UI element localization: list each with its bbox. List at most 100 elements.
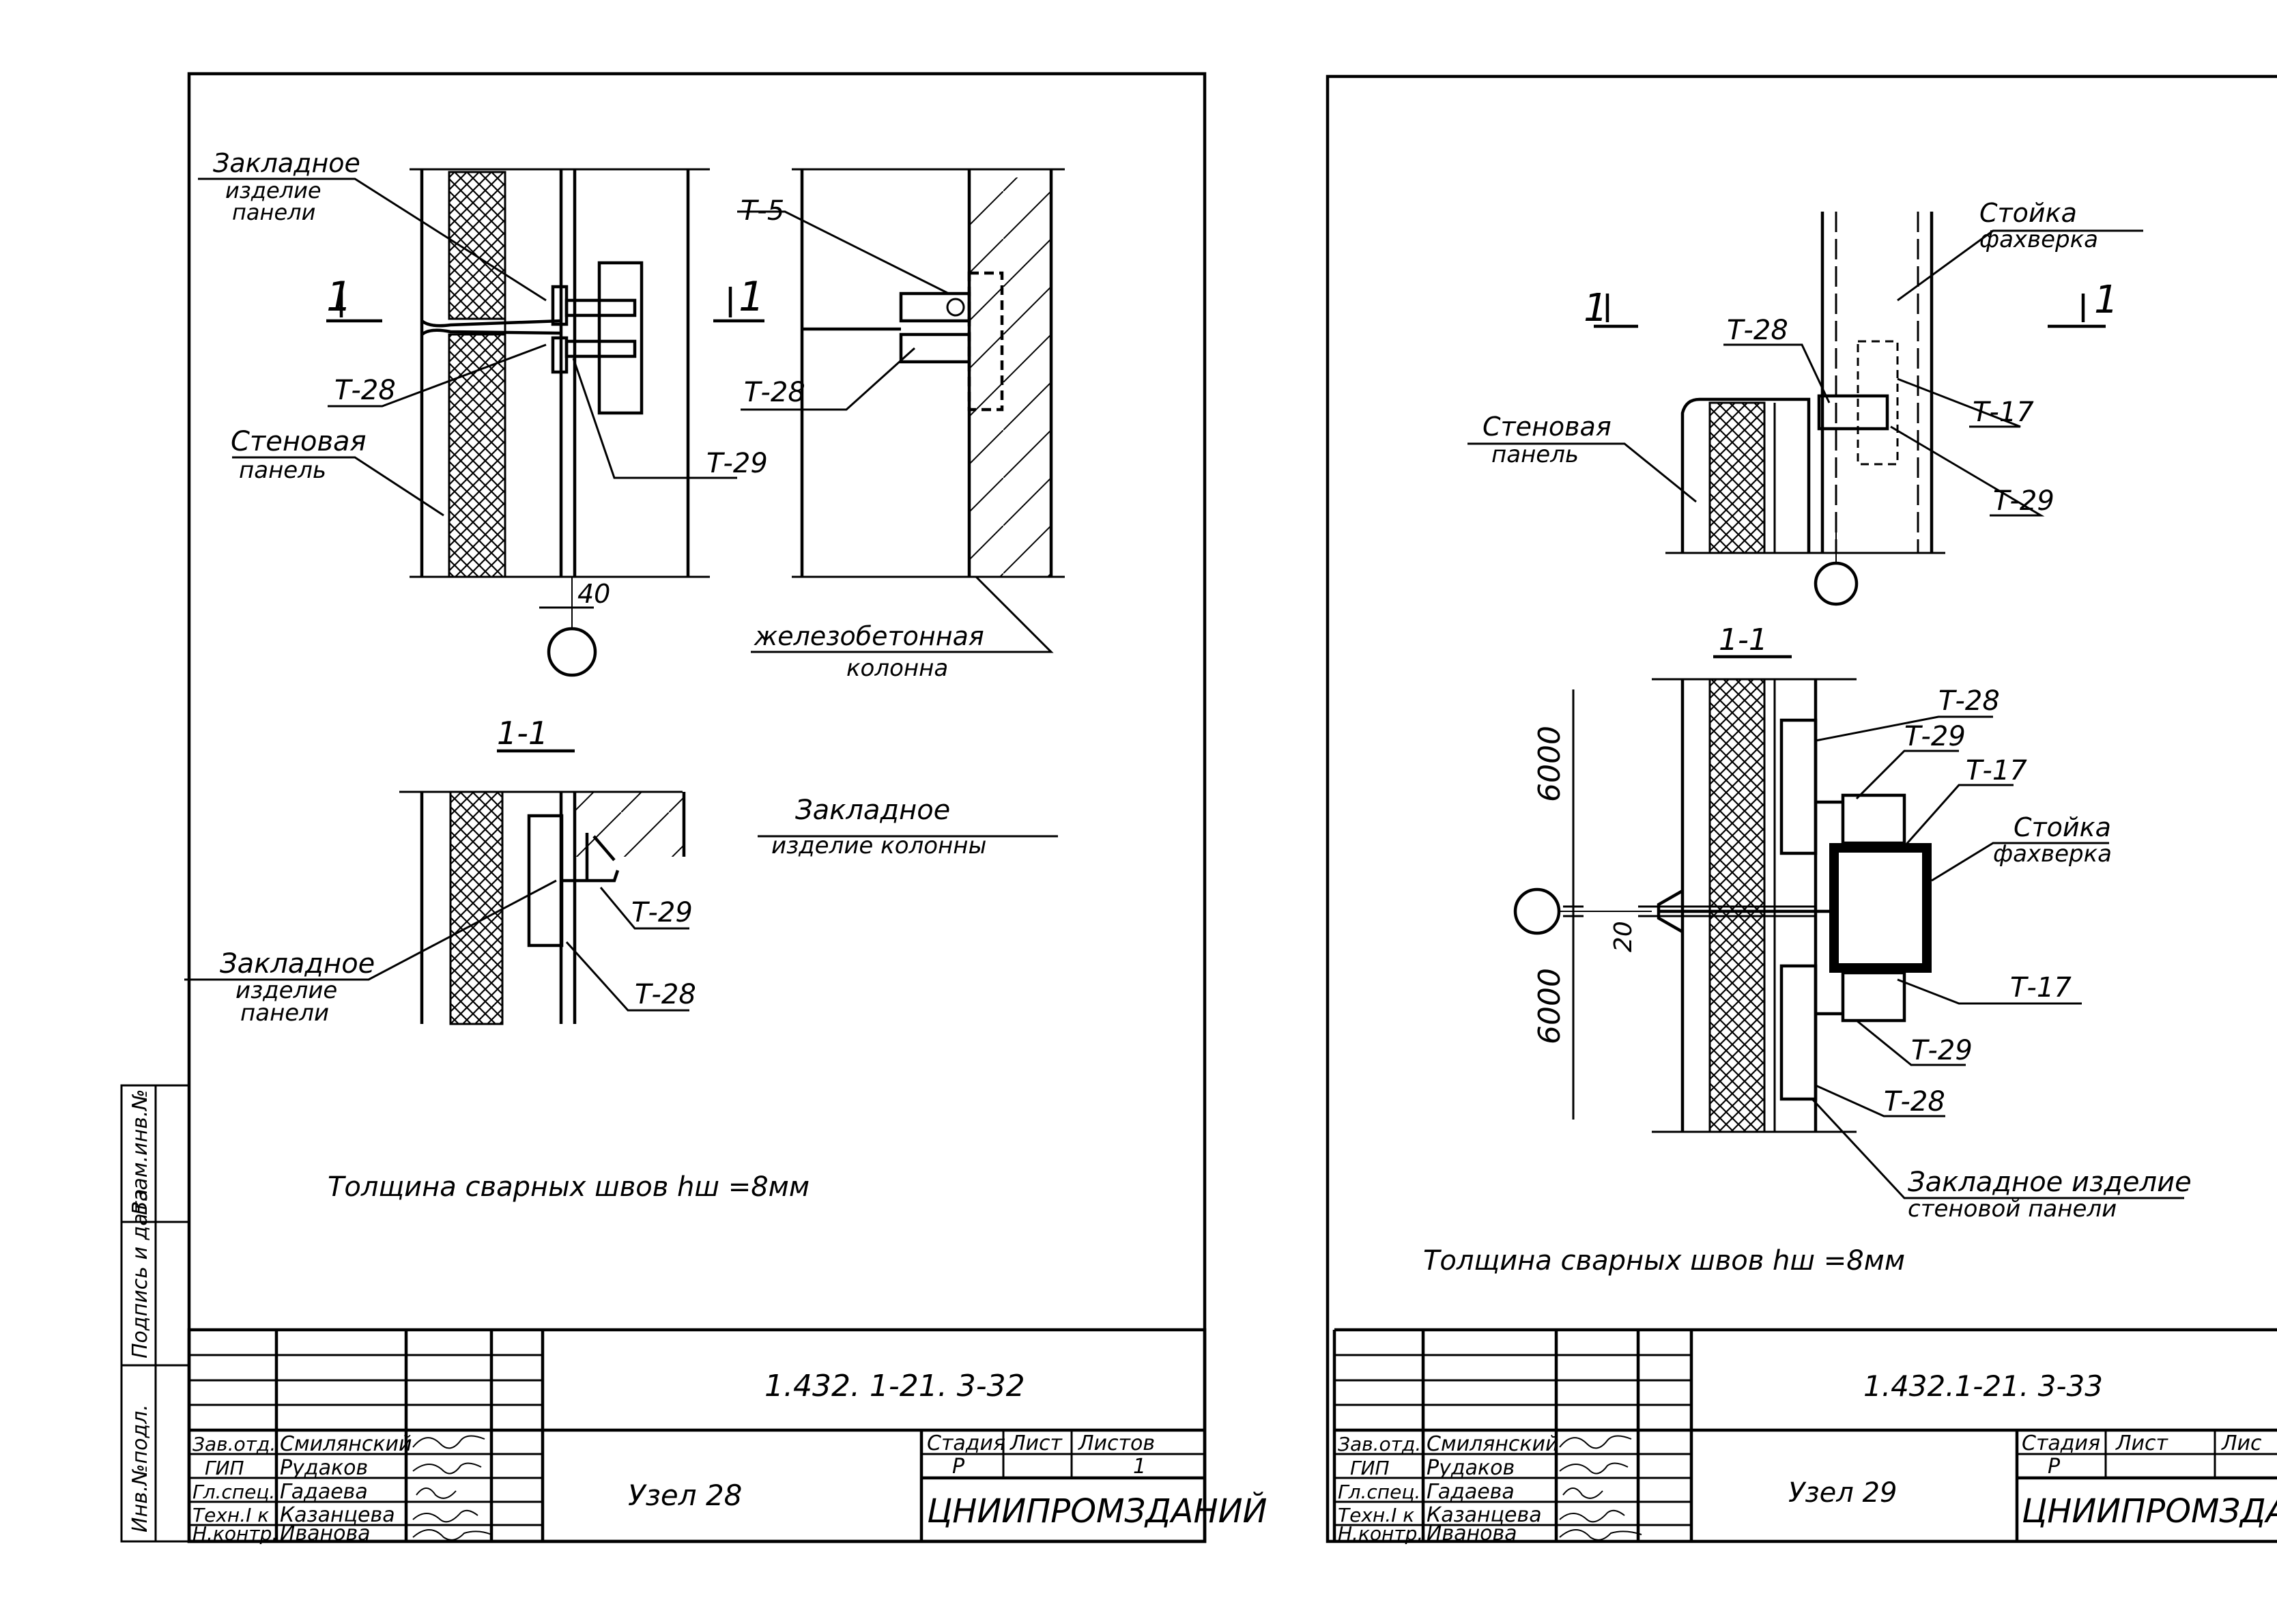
weld-note-left: Толщина сварных швов hш =8мм — [328, 1171, 810, 1203]
callout-embedded-column-1: Закладное — [795, 795, 950, 826]
role-r-5: Н.контр. — [1338, 1522, 1423, 1545]
org-right: ЦНИИПРОМЗДА — [2022, 1492, 2277, 1530]
signature-r-5 — [1559, 1529, 1642, 1541]
sheet-label-right: Лист — [2115, 1431, 2169, 1455]
stage-value-right: Р — [2048, 1455, 2061, 1479]
labels-right-top: Стойка фахверка Т-28 Т-17 Стеновая панел… — [1483, 198, 2098, 517]
title-block-left: 1.432. 1-21. 3-32 Узел 28 Зав.отд. ГИП Г… — [187, 1328, 1267, 1545]
leaders-left — [198, 177, 1054, 653]
callout-t28-b: Т-28 — [744, 377, 805, 408]
callout-t17-r-a: Т-17 — [1973, 397, 2034, 428]
section-mark-r2: 1 — [2094, 278, 2119, 322]
signature-r-2 — [1559, 1462, 1629, 1475]
side-stamp-replace: Взам.инв.№ — [128, 1089, 152, 1215]
callout-t29-a: Т-29 — [706, 448, 768, 479]
signature-2 — [412, 1462, 482, 1475]
section-mark-right: 1 — [739, 273, 764, 321]
sheet-left: Инв.№подл. Подпись и дата Взам.инв.№ — [120, 72, 1267, 1545]
callout-t29-r-b: Т-29 — [1904, 721, 1966, 752]
callout-wall-panel-r-2: панель — [1491, 441, 1579, 468]
section-1-1-right: 1-1 — [1513, 623, 1932, 1133]
callout-embedded-panel-1: Закладное — [213, 148, 360, 178]
axis-circle-section-right — [1513, 887, 1561, 935]
name-5: Иванова — [280, 1522, 371, 1545]
callout-embedded-panel-b-3: панели — [240, 999, 329, 1027]
insulation-hatch — [448, 333, 506, 578]
drawing-title-left: Узел 28 — [628, 1479, 742, 1512]
role-5: Н.контр. — [192, 1522, 278, 1545]
role-r-2: ГИП — [1350, 1457, 1390, 1479]
signature-r-1 — [1559, 1435, 1632, 1449]
section-1-1-left: 1-1 Закладное изделие колонны Т-29 Т-28 … — [184, 715, 1058, 1027]
role-3: Гл.спец. — [192, 1481, 275, 1503]
role-r-4: Техн.I к — [1338, 1504, 1414, 1526]
callout-embedded-panel-b-2: изделие — [235, 977, 337, 1004]
signature-3 — [416, 1487, 457, 1499]
signature-r-3 — [1562, 1487, 1603, 1499]
callout-embedded-r-2: стеновой панели — [1908, 1195, 2117, 1223]
callout-t28-c: Т-28 — [635, 979, 696, 1010]
role-r-3: Гл.спец. — [1338, 1481, 1420, 1503]
name-r-2: Рудаков — [1427, 1456, 1515, 1480]
dim-20: 20 — [1609, 921, 1637, 952]
callout-wall-panel-2: панель — [239, 457, 326, 484]
section-title-left: 1-1 — [497, 715, 548, 752]
callout-embedded-panel-b-1: Закладное — [220, 948, 375, 980]
title-block-right: 1.432.1-21. 3-33 Узел 29 Зав.отд. ГИП Гл… — [1332, 1328, 2277, 1545]
callout-embedded-panel-3: панели — [232, 199, 315, 225]
callout-t17-r-b: Т-17 — [1966, 755, 2027, 786]
sheet-label-left: Лист — [1009, 1431, 1063, 1455]
name-4: Казанцева — [280, 1503, 395, 1527]
name-r-4: Казанцева — [1427, 1503, 1542, 1527]
signature-r-4 — [1559, 1509, 1625, 1523]
role-r-1: Зав.отд. — [1338, 1433, 1421, 1455]
axis-circle — [547, 627, 597, 677]
callout-t28-r-c: Т-28 — [1884, 1086, 1945, 1117]
callout-stoika-1: Стойка — [1979, 198, 2077, 228]
sheet-right: 1 1 Стойка фахверка Т-28 Т-17 Стеновая п… — [1326, 74, 2277, 1545]
elevation-view-left: 1 1 40 — [326, 168, 764, 677]
callout-stoika-mid-2: фахверка — [1993, 840, 2112, 868]
sheets-value-left: 1 — [1133, 1455, 1146, 1479]
dim-6000-bottom: 6000 — [1532, 968, 1567, 1044]
side-stamp: Инв.№подл. Подпись и дата Взам.инв.№ — [120, 1084, 190, 1543]
callout-wall-panel-r-1: Стеновая — [1483, 412, 1612, 442]
dim-40: 40 — [577, 579, 610, 609]
leaders-right-bottom — [1811, 715, 2184, 1199]
callout-t29-r-c: Т-29 — [1911, 1035, 1973, 1066]
role-1: Зав.отд. — [192, 1433, 276, 1455]
callout-stoika-2: фахверка — [1979, 226, 2098, 253]
dim-6000-top: 6000 — [1532, 726, 1567, 802]
doc-number-right: 1.432.1-21. 3-33 — [1863, 1369, 2103, 1403]
stage-value-left: Р — [952, 1455, 965, 1479]
stage-label-left: Стадия — [927, 1431, 1005, 1455]
signature-1 — [412, 1435, 485, 1449]
name-r-5: Иванова — [1427, 1522, 1517, 1545]
labels-right-bottom: Т-28 Т-29 Т-17 Стойка фахверка Т-17 Т-29… — [1884, 685, 2192, 1223]
callout-t29-r-a: Т-29 — [1993, 485, 2054, 517]
callout-t17-r-c: Т-17 — [2010, 972, 2072, 1003]
labels-left: Закладное изделие панели Т-5 Т-28 Т-28 Т… — [213, 148, 984, 682]
callout-wall-panel-1: Стеновая — [231, 426, 367, 457]
callout-t28-r-b: Т-28 — [1938, 685, 2000, 717]
role-2: ГИП — [205, 1457, 244, 1479]
name-3: Гадаева — [280, 1480, 368, 1504]
sheets-label-right: Лис — [2221, 1431, 2262, 1455]
role-4: Техн.I к — [192, 1504, 269, 1526]
name-2: Рудаков — [280, 1456, 368, 1480]
sheets-label-left: Листов — [1078, 1431, 1155, 1455]
name-r-3: Гадаева — [1427, 1480, 1515, 1504]
drawing-title-right: Узел 29 — [1788, 1477, 1897, 1509]
callout-t29-b: Т-29 — [631, 897, 693, 928]
section-mark-r1: 1 — [1584, 286, 1608, 330]
callout-t28-a: Т-28 — [334, 375, 396, 406]
callout-embedded-panel-2: изделие — [225, 177, 321, 203]
section-title-right: 1-1 — [1719, 623, 1768, 657]
callout-rc-column-2: колонна — [846, 655, 948, 682]
insulation-hatch — [448, 171, 506, 320]
side-stamp-inv: Инв.№подл. — [128, 1404, 152, 1533]
stage-label-right: Стадия — [2022, 1431, 2100, 1455]
callout-embedded-column-2: изделие колонны — [771, 832, 986, 859]
org-left: ЦНИИПРОМЗДАНИЙ — [927, 1492, 1267, 1530]
